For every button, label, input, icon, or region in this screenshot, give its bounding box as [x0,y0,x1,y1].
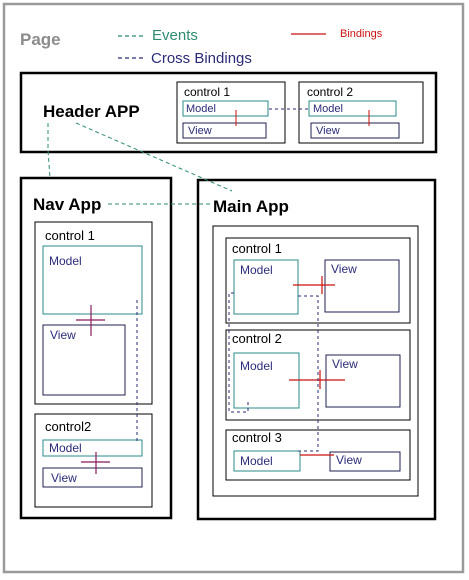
main-control-3 [225,429,411,481]
main-control-1-model-label: Model [240,263,273,277]
nav-control-1-model [42,245,143,315]
nav-control-1-view-label: View [50,328,76,342]
legend-bindings-label: Bindings [340,28,383,40]
main-app-inner-frame [212,225,419,497]
main-app: Main App control 1 Model View control 2 … [196,178,437,521]
header-control-1 [176,81,286,144]
main-control-3-view [329,451,401,472]
header-control-1-view [182,122,267,139]
header-app-title: Header APP [43,102,140,121]
main-control-1-view-label: View [331,262,357,276]
header-control-1-label: control 1 [184,85,230,99]
nav-control-2-model-label: Model [49,441,82,455]
header-control-2-view [310,122,400,139]
header-control-2-label: control 2 [307,85,353,99]
header-app: Header APP control 1 Model View control … [19,71,438,154]
nav-control-2-view [42,467,143,488]
main-control-1 [225,237,411,324]
main-control-2-view-label: View [332,357,358,371]
nav-control-1-label: control 1 [45,228,95,243]
header-control-1-model-label: Model [186,103,216,115]
nav-control-2-model [42,439,143,457]
legend-events-label: Events [152,27,198,44]
nav-app-title: Nav App [33,195,101,214]
main-control-1-model [233,259,299,315]
nav-control-2-view-label: View [51,471,77,485]
nav-control-2 [34,413,153,508]
main-control-1-view [324,259,400,313]
main-control-1-label: control 1 [232,241,282,256]
event-header-to-nav [47,123,51,179]
nav-control-1-model-label: Model [49,254,82,268]
header-control-1-model [182,100,269,117]
main-app-title: Main App [213,197,289,216]
main-cross-binding-1 [228,292,249,413]
header-app-frame [19,71,438,154]
main-app-frame [196,178,437,521]
main-control-3-label: control 3 [232,430,282,445]
nav-control-1 [34,221,153,405]
page-title: Page [20,30,61,49]
legend: Events Cross Bindings Bindings [118,27,383,67]
legend-cross-bindings-label: Cross Bindings [151,50,252,67]
header-control-2-model-label: Model [313,103,343,115]
header-control-2 [298,81,424,144]
header-control-2-view-label: View [316,125,340,137]
main-control-3-model [233,450,301,472]
header-control-1-view-label: View [188,125,212,137]
main-control-2-view [325,354,401,408]
nav-control-2-label: control2 [45,419,91,434]
event-lines [47,122,233,205]
main-control-2-label: control 2 [232,331,282,346]
nav-app: Nav App control 1 Model View control2 Mo… [19,176,173,520]
main-control-3-model-label: Model [240,454,273,468]
main-cross-binding-2 [297,295,319,452]
header-control-2-model [308,100,397,117]
event-header-to-main [75,122,233,192]
nav-control-1-view [42,324,126,396]
nav-app-frame [19,176,173,520]
main-control-3-view-label: View [336,453,362,467]
main-control-2-model-label: Model [240,359,273,373]
page-frame [2,2,465,574]
